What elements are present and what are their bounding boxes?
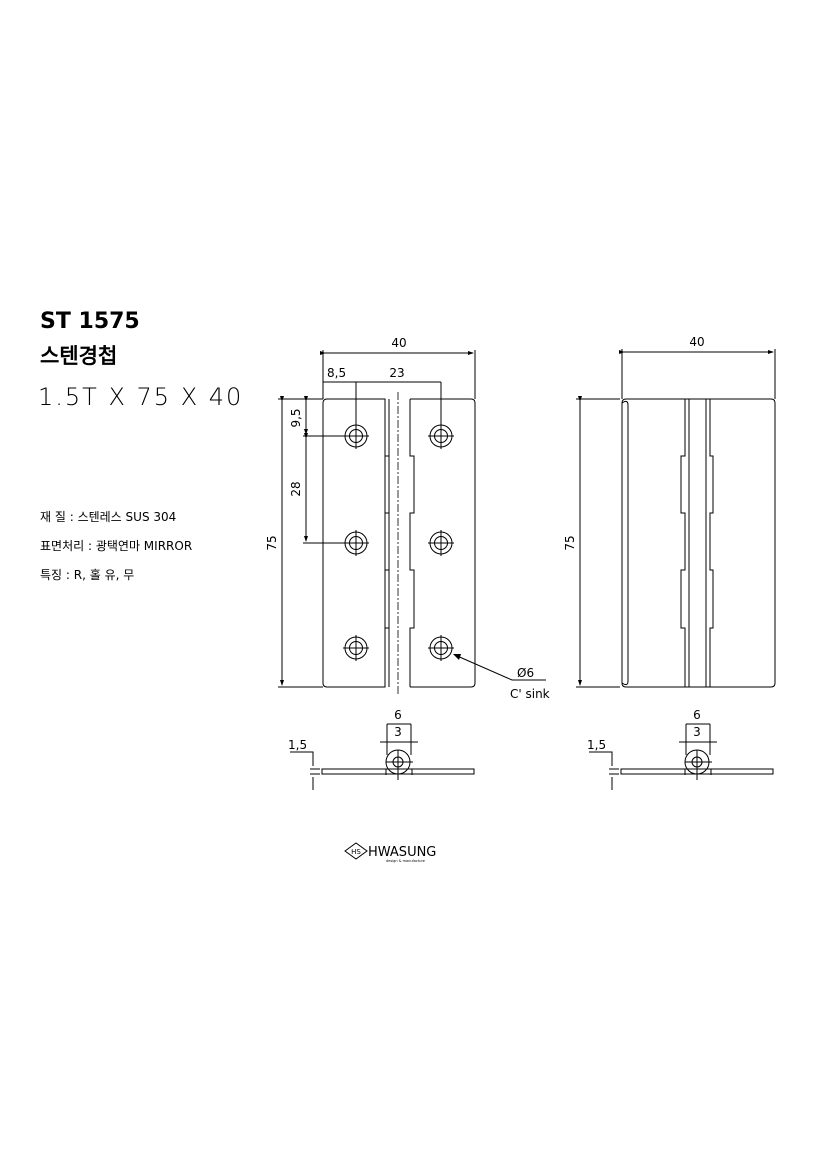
front-height-dim: 75 — [265, 535, 279, 550]
section-view-left: 6 3 1,5 — [288, 708, 475, 790]
logo-mark: HS — [351, 848, 361, 856]
top-edge-dim: 9,5 — [289, 408, 303, 427]
logo-tagline: design & manufacture — [386, 859, 425, 863]
edge-dim: 8,5 — [327, 366, 346, 380]
product-name: 스텐경첩 — [40, 344, 117, 368]
left-knuckle-dim: 6 — [394, 708, 402, 722]
left-pin-dim: 3 — [394, 725, 402, 739]
front-view: 40 8,5 23 75 9,5 28 Ø6 C' sink — [265, 336, 550, 701]
spec-finish: 표면처리 : 광택연마 MIRROR — [40, 539, 192, 553]
hole-markers — [343, 423, 454, 661]
product-size: 1.5T X 75 X 40 — [38, 383, 243, 411]
hole-pitch-v-dim: 28 — [289, 481, 303, 496]
left-thickness-dim: 1,5 — [288, 738, 307, 752]
right-thickness-dim: 1,5 — [587, 738, 606, 752]
hole-diameter-label: Ø6 — [517, 666, 534, 680]
front-width-dim: 40 — [391, 336, 406, 350]
back-height-dim: 75 — [563, 535, 577, 550]
logo-name: HWASUNG — [368, 845, 436, 860]
section-view-right: 6 3 1,5 — [587, 708, 774, 790]
right-pin-dim: 3 — [693, 725, 701, 739]
back-width-dim: 40 — [689, 335, 704, 349]
spec-material: 재 질 : 스텐레스 SUS 304 — [40, 510, 176, 524]
hole-type-label: C' sink — [510, 687, 550, 701]
hwasung-logo: HS HWASUNG design & manufacture — [344, 842, 436, 863]
back-view: 40 75 — [563, 335, 776, 688]
hole-pitch-h-dim: 23 — [389, 366, 404, 380]
spec-features: 특징 : R, 홀 유, 무 — [40, 568, 134, 582]
model-number: ST 1575 — [40, 309, 140, 334]
right-knuckle-dim: 6 — [693, 708, 701, 722]
